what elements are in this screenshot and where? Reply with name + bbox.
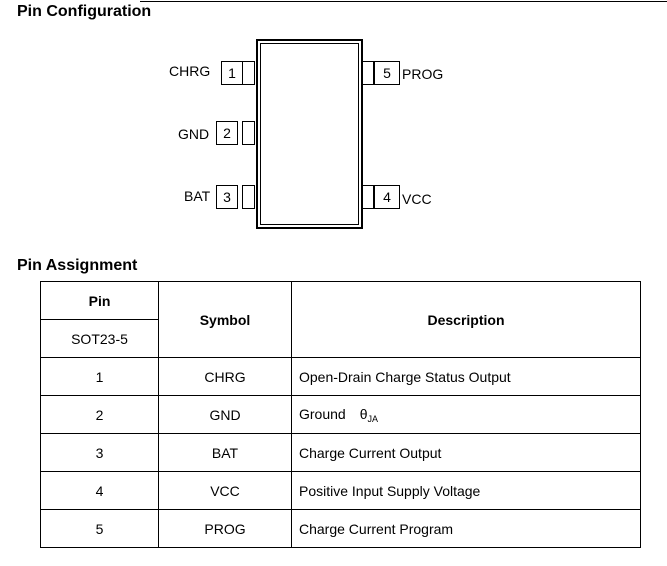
table-header-row: Pin Symbol Description [40,281,641,358]
theta-symbol: θ [359,405,368,422]
header-package: SOT23-5 [40,319,159,358]
pin-5-number-box: 5 [374,61,400,85]
pin-assignment-heading: Pin Assignment [17,257,138,274]
pin-assignment-table: Pin Symbol Description SOT23-5 1 CHRG Op… [40,281,641,548]
table-subheader-row: SOT23-5 [40,319,641,358]
pin-1-label: CHRG [169,63,211,79]
ic-package-body [256,39,363,229]
header-pin: Pin [40,281,159,320]
cell-pin: 2 [40,395,159,434]
pin-1-number-box: 1 [221,61,243,85]
cell-pin: 5 [40,509,159,548]
cell-symbol: PROG [158,509,292,548]
cell-symbol: CHRG [158,357,292,396]
pin-5-label: PROG [402,66,444,82]
cell-description: Positive Input Supply Voltage [291,471,641,510]
cell-pin: 4 [40,471,159,510]
cell-description: Charge Current Program [291,509,641,548]
pin-3-lead [242,185,255,209]
header-symbol: Symbol [158,281,292,358]
pin-4-lead [361,185,374,209]
pin-4-label: VCC [402,191,432,207]
pin-1-lead [242,61,255,85]
table-row: 1 CHRG Open-Drain Charge Status Output [40,357,641,396]
table-row: 3 BAT Charge Current Output [40,433,641,472]
cell-pin: 1 [40,357,159,396]
description-text: Ground [299,405,346,422]
ic-package-inner-outline [260,43,359,225]
cell-description: Charge Current Output [291,433,641,472]
pin-4-number-box: 4 [374,185,400,209]
pin-configuration-heading: Pin Configuration [17,3,152,20]
pin-2-number-box: 2 [216,121,238,145]
cell-symbol: BAT [158,433,292,472]
pin-3-number-box: 3 [216,185,238,209]
table-row: 4 VCC Positive Input Supply Voltage [40,471,641,510]
top-rule [140,1,667,2]
cell-symbol: GND [158,395,292,434]
cell-pin: 3 [40,433,159,472]
pin-2-label: GND [178,126,210,142]
cell-description: Open-Drain Charge Status Output [291,357,641,396]
table-row: 5 PROG Charge Current Program [40,509,641,548]
pin-5-lead [361,61,374,85]
theta-subscript: JA [367,413,379,424]
header-description: Description [291,281,641,358]
pin-2-lead [242,121,255,145]
pin-3-label: BAT [184,188,211,204]
cell-symbol: VCC [158,471,292,510]
